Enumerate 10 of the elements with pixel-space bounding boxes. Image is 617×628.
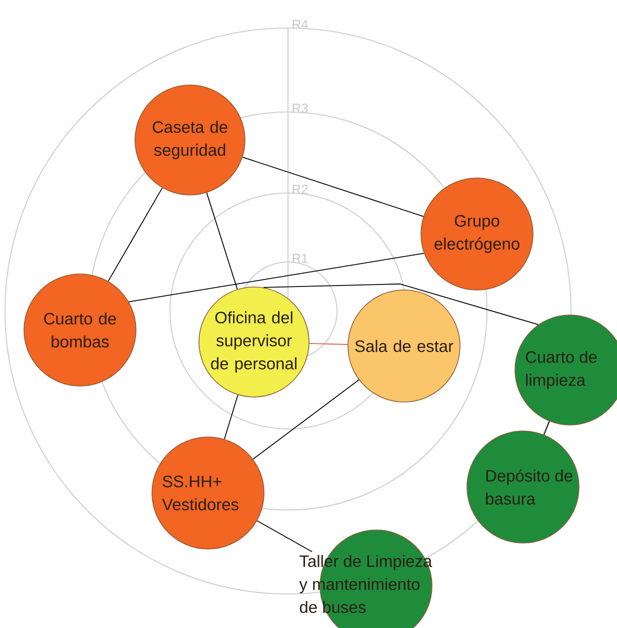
connector-line [308,343,348,345]
connector-line [224,394,238,440]
connector-line [108,187,163,282]
connector-line [256,520,313,552]
connector-line [206,192,238,290]
connector-line [544,420,550,436]
connector-line [252,379,360,460]
connector-line [242,156,424,217]
connector-line [263,284,539,326]
connector-line [128,252,424,302]
